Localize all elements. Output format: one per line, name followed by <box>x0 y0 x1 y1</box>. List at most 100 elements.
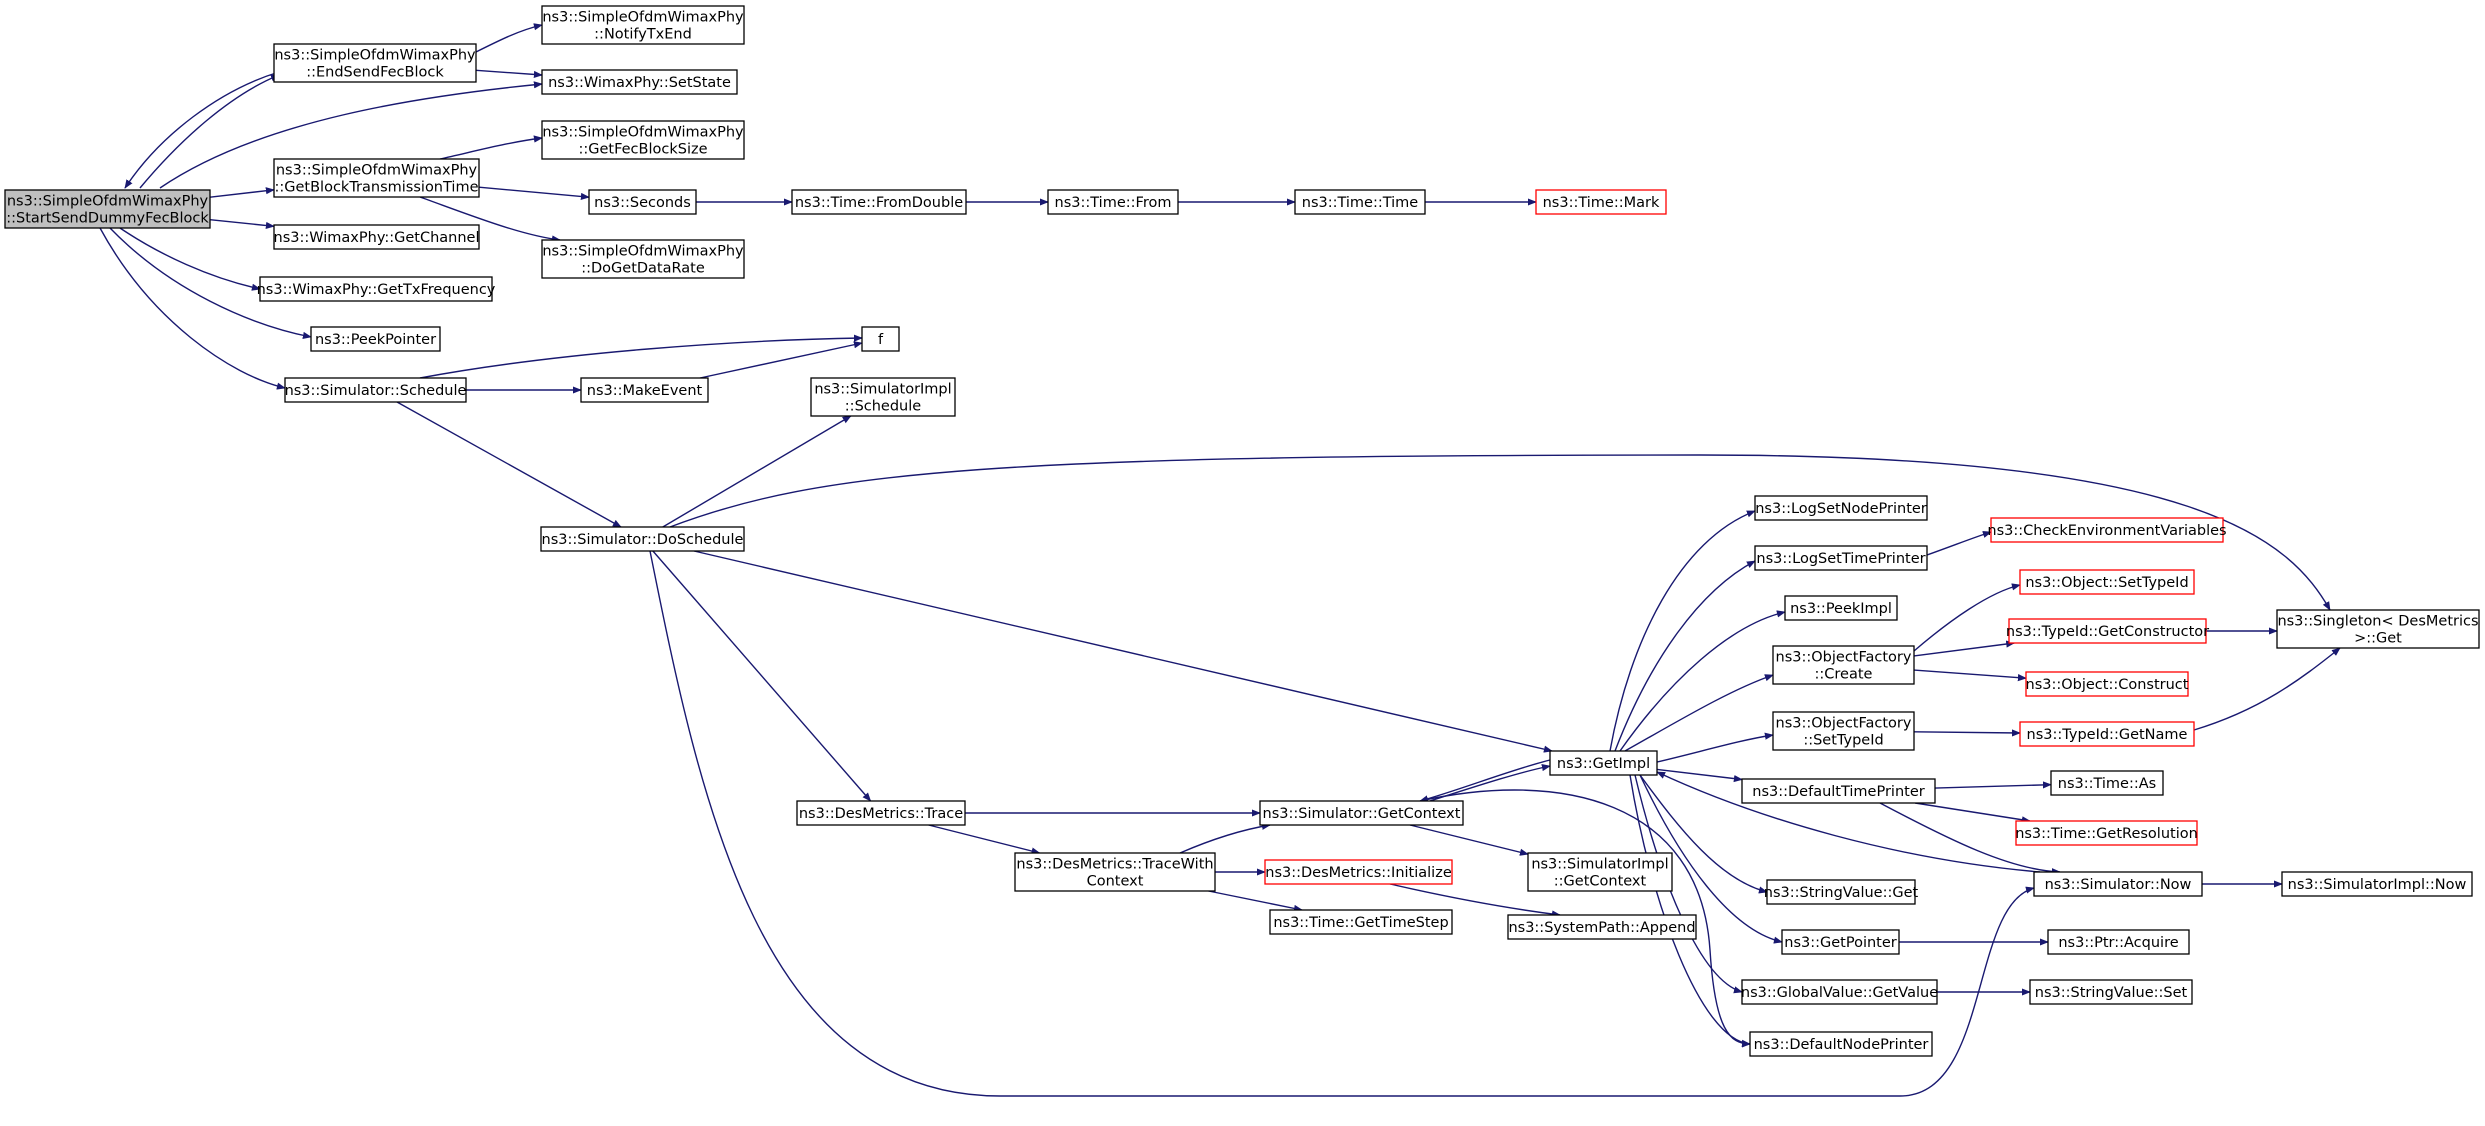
node-simimplnow[interactable]: ns3::SimulatorImpl::Now <box>2281 871 2473 897</box>
edge-getimpl-to-defnode <box>1629 774 1751 1047</box>
node-defnode[interactable]: ns3::DefaultNodePrinter <box>1749 1031 1933 1057</box>
node-label: ns3::SimpleOfdmWimaxPhy <box>542 125 744 141</box>
node-box <box>541 69 738 95</box>
node-label: ns3::SimpleOfdmWimaxPhy <box>542 244 744 260</box>
node-seconds[interactable]: ns3::Seconds <box>588 189 697 215</box>
node-timestep[interactable]: ns3::Time::GetTimeStep <box>1269 909 1453 935</box>
node-mark[interactable]: ns3::Time::Mark <box>1535 189 1667 215</box>
node-makeevent[interactable]: ns3::MakeEvent <box>580 377 709 403</box>
node-box <box>1749 1031 1933 1057</box>
node-box <box>2281 871 2473 897</box>
node-label: ns3::Time::Time <box>1302 195 1419 211</box>
node-label: ns3::MakeEvent <box>587 383 703 399</box>
node-box <box>1990 517 2224 543</box>
edge-endsend-to-notify <box>475 23 543 53</box>
node-strget[interactable]: ns3::StringValue::Get <box>1764 879 1919 905</box>
node-peekimpl[interactable]: ns3::PeekImpl <box>1784 595 1898 621</box>
node-label: ns3::TypeId::GetName <box>2027 727 2188 743</box>
node-label: ns3::WimaxPhy::SetState <box>548 75 731 91</box>
node-schedule[interactable]: ns3::Simulator::Schedule <box>284 377 467 403</box>
node-simimplsched[interactable]: ns3::SimulatorImpl::Schedule <box>810 377 956 417</box>
node-label: ns3::SimulatorImpl <box>814 382 951 398</box>
node-label: ns3::Time::Mark <box>1543 195 1660 211</box>
node-f[interactable]: f <box>861 326 900 352</box>
node-box <box>791 189 967 215</box>
node-label: ::GetBlockTransmissionTime <box>275 180 479 196</box>
node-timeas[interactable]: ns3::Time::As <box>2050 770 2164 796</box>
edge-deftime-to-getres <box>1914 802 2031 824</box>
node-getchannel[interactable]: ns3::WimaxPhy::GetChannel <box>273 224 480 250</box>
node-objsettypeid[interactable]: ns3::Object::SetTypeId <box>2019 569 2195 595</box>
node-getres[interactable]: ns3::Time::GetResolution <box>2015 820 2198 846</box>
node-label: ::DoGetDataRate <box>581 261 705 277</box>
node-label: ns3::Ptr::Acquire <box>2058 935 2178 951</box>
edge-ofcreate-to-construct <box>1913 669 2027 682</box>
node-box <box>541 120 745 160</box>
edge-getblock-to-dogetrate <box>419 196 561 243</box>
node-label: ns3::TypeId::GetConstructor <box>2006 624 2209 640</box>
edge-getimpl-to-lognode <box>1609 510 1756 752</box>
node-gettxfreq[interactable]: ns3::WimaxPhy::GetTxFrequency <box>257 276 496 302</box>
node-label: ::Create <box>1815 667 1873 683</box>
node-construct[interactable]: ns3::Object::Construct <box>2025 671 2189 697</box>
edge-getname-to-singleton <box>2193 647 2341 731</box>
node-getfec[interactable]: ns3::SimpleOfdmWimaxPhy::GetFecBlockSize <box>541 120 745 160</box>
node-getblock[interactable]: ns3::SimpleOfdmWimaxPhy::GetBlockTransmi… <box>273 158 480 198</box>
edge-root-to-schedule <box>99 227 286 390</box>
node-fromdouble[interactable]: ns3::Time::FromDouble <box>791 189 967 215</box>
node-label: ns3::DefaultTimePrinter <box>1752 784 1924 800</box>
node-label: ns3::Simulator::Schedule <box>285 383 467 399</box>
node-peekptr[interactable]: ns3::PeekPointer <box>310 326 441 352</box>
edge-getblock-to-seconds <box>478 186 590 201</box>
node-from[interactable]: ns3::Time::From <box>1047 189 1179 215</box>
node-simimplctx[interactable]: ns3::SimulatorImpl::GetContext <box>1527 852 1673 892</box>
node-getctor[interactable]: ns3::TypeId::GetConstructor <box>2006 618 2209 644</box>
node-simnow[interactable]: ns3::Simulator::Now <box>2033 871 2203 897</box>
edge-root-to-peekptr <box>109 227 312 339</box>
node-desinit[interactable]: ns3::DesMetrics::Initialize <box>1264 859 1453 885</box>
node-append[interactable]: ns3::SystemPath::Append <box>1507 914 1697 940</box>
node-label: ns3::SimpleOfdmWimaxPhy <box>274 48 476 64</box>
node-getimpl[interactable]: ns3::GetImpl <box>1549 750 1658 776</box>
node-getcontext[interactable]: ns3::Simulator::GetContext <box>1259 800 1464 826</box>
node-getname[interactable]: ns3::TypeId::GetName <box>2019 721 2195 747</box>
node-box <box>1535 189 1667 215</box>
node-singleton[interactable]: ns3::Singleton< DesMetrics>::Get <box>2276 609 2480 649</box>
edge-deftime-to-timeas <box>1934 781 2052 789</box>
node-box <box>2050 770 2164 796</box>
node-root[interactable]: ns3::SimpleOfdmWimaxPhy::StartSendDummyF… <box>4 189 211 229</box>
edge-endsend-to-root <box>124 71 280 189</box>
edge-getblock-to-getfec <box>439 135 543 160</box>
node-box <box>540 526 745 552</box>
node-logtime[interactable]: ns3::LogSetTimePrinter <box>1754 545 1928 571</box>
node-box <box>588 189 697 215</box>
node-acquire[interactable]: ns3::Ptr::Acquire <box>2047 929 2190 955</box>
node-checkenv[interactable]: ns3::CheckEnvironmentVariables <box>1987 517 2227 543</box>
node-doschedule[interactable]: ns3::Simulator::DoSchedule <box>540 526 745 552</box>
node-endsend[interactable]: ns3::SimpleOfdmWimaxPhy::EndSendFecBlock <box>273 43 477 83</box>
node-deftime[interactable]: ns3::DefaultTimePrinter <box>1741 778 1936 804</box>
node-strset[interactable]: ns3::StringValue::Set <box>2029 979 2193 1005</box>
node-dogetrate[interactable]: ns3::SimpleOfdmWimaxPhy::DoGetDataRate <box>541 239 745 279</box>
node-notify[interactable]: ns3::SimpleOfdmWimaxPhy::NotifyTxEnd <box>541 5 745 45</box>
node-label: >::Get <box>2354 631 2402 647</box>
edge-schedule-to-doschedule <box>396 401 622 528</box>
node-getpointer[interactable]: ns3::GetPointer <box>1781 929 1900 955</box>
edge-layer <box>99 23 2341 1097</box>
node-lognode[interactable]: ns3::LogSetNodePrinter <box>1754 495 1928 521</box>
node-time[interactable]: ns3::Time::Time <box>1294 189 1426 215</box>
node-box <box>2033 871 2203 897</box>
node-ofsettypeid[interactable]: ns3::ObjectFactory::SetTypeId <box>1772 711 1915 751</box>
node-label: ns3::DesMetrics::Initialize <box>1265 865 1452 881</box>
node-label: ns3::CheckEnvironmentVariables <box>1987 523 2226 539</box>
node-destrace[interactable]: ns3::DesMetrics::Trace <box>796 800 966 826</box>
edge-simnow-to-getimpl <box>1656 771 2041 873</box>
node-box <box>1269 909 1453 935</box>
edge-tracewith-to-getcontext <box>1179 822 1271 854</box>
node-setstate[interactable]: ns3::WimaxPhy::SetState <box>541 69 738 95</box>
edge-doschedule-to-singleton <box>669 454 2331 611</box>
node-box <box>1754 545 1928 571</box>
node-globalget[interactable]: ns3::GlobalValue::GetValue <box>1741 979 1938 1005</box>
node-ofcreate[interactable]: ns3::ObjectFactory::Create <box>1772 645 1915 685</box>
